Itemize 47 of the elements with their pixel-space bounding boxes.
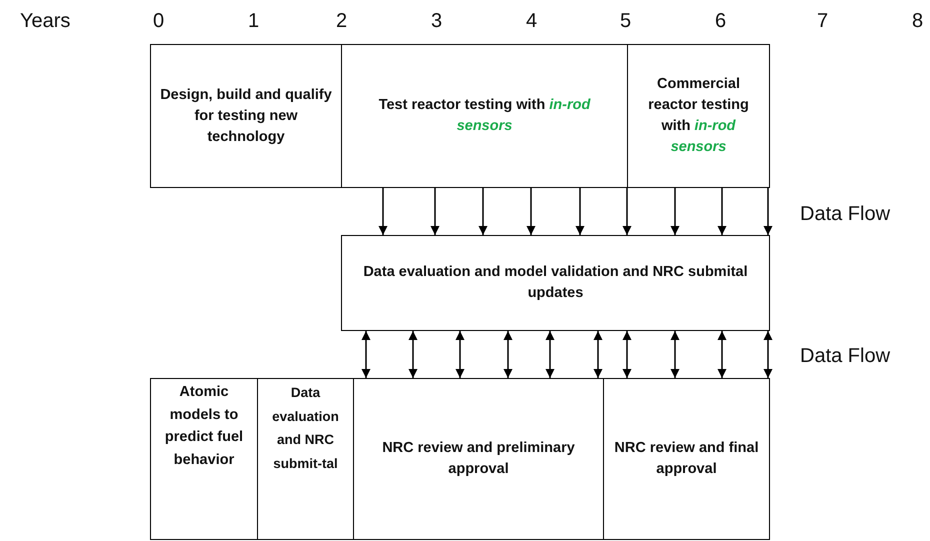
flow-label: Data Flow <box>800 203 890 226</box>
flow-label: Data Flow <box>800 345 890 368</box>
arrow <box>594 331 602 378</box>
box-text: Test reactor testing with in-rod sensors <box>378 96 592 136</box>
arrow <box>764 188 772 235</box>
arrow <box>670 331 680 378</box>
arrow <box>622 188 632 235</box>
tick-label: 7 <box>817 10 828 33</box>
tick-label: 0 <box>153 10 164 33</box>
arrow <box>526 188 536 235</box>
process-box <box>353 378 604 540</box>
box-text: Data evaluation and model validation and NRC submital updates <box>362 263 749 303</box>
tick-label: 1 <box>248 10 260 33</box>
box-text: Atomic models to predict fuel behavior <box>164 383 244 470</box>
box-text: Data evaluation and NRC submit-tal <box>271 384 340 472</box>
tick-label: 3 <box>431 10 442 33</box>
arrow <box>622 331 632 378</box>
arrow <box>546 331 554 378</box>
box-text: Design, build and qualify for testing new technology <box>159 86 333 146</box>
axis-title: Years <box>20 10 70 33</box>
box-text: Commercial reactor testing with in-rod sensors <box>647 75 750 157</box>
arrow <box>718 188 726 235</box>
arrow <box>764 331 772 378</box>
arrow <box>362 331 370 378</box>
tick-label: 2 <box>336 10 348 33</box>
process-box <box>627 44 770 188</box>
arrow <box>430 188 440 235</box>
tick-label: 6 <box>715 10 726 33</box>
arrow <box>504 331 512 378</box>
process-box <box>341 44 628 188</box>
arrow <box>378 188 388 235</box>
process-box <box>341 235 770 331</box>
process-box <box>257 378 354 540</box>
process-box <box>150 44 342 188</box>
process-box <box>603 378 770 540</box>
box-text: NRC review and preliminary approval <box>381 439 576 479</box>
arrow <box>670 188 680 235</box>
arrow <box>576 188 584 235</box>
tick-label: 4 <box>526 10 538 33</box>
arrow <box>718 331 726 378</box>
arrow <box>408 331 418 378</box>
tick-label: 5 <box>620 10 632 33</box>
process-box <box>150 378 258 540</box>
arrow <box>478 188 488 235</box>
tick-label: 8 <box>912 10 924 33</box>
box-text: NRC review and final approval <box>614 439 759 479</box>
arrow <box>456 331 464 378</box>
